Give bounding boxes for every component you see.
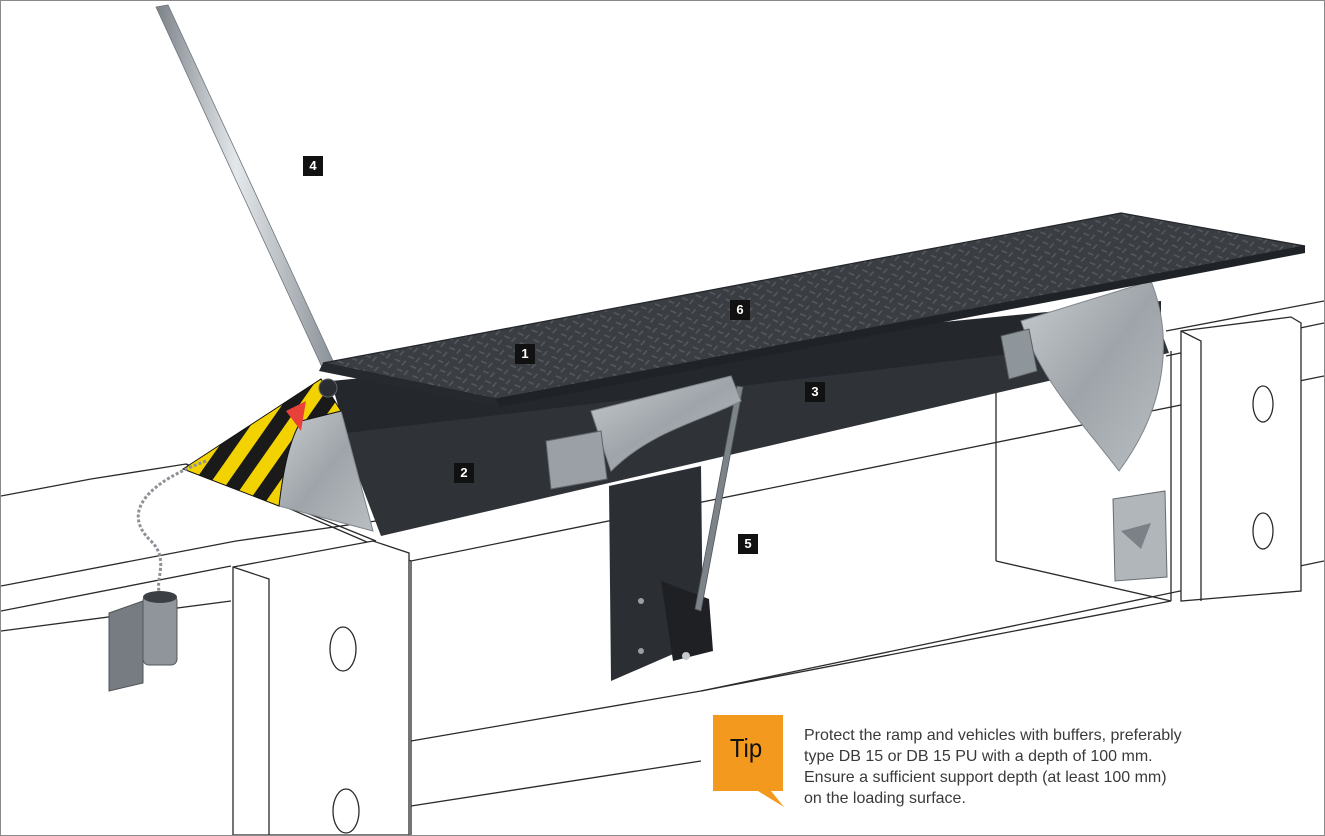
callout-5: 5 [738,534,758,554]
left-bumper [232,540,410,835]
lip-bracket [590,375,742,472]
callout-1: 1 [515,344,535,364]
operating-rod [155,4,335,368]
lip-hook [545,430,608,490]
tip-line: Ensure a sufficient support depth (at le… [804,769,1167,786]
callout-2: 2 [454,463,474,483]
tip-text: Protect the ramp and vehicles with buffe… [804,725,1264,809]
wall-bracket [1112,490,1168,582]
mounting-plate [609,466,713,681]
tip-badge: Tip [708,715,784,807]
callout-3: 3 [805,382,825,402]
tip-badge-label: Tip [729,733,763,763]
rod-holder [108,591,178,692]
hazard-wedge [181,378,342,507]
tip-line: Protect the ramp and vehicles with buffe… [804,727,1182,744]
right-side-guard [1020,280,1164,472]
gas-spring [694,385,744,612]
tip-badge-shape [713,715,784,807]
callout-6: 6 [730,300,750,320]
right-bumper [1180,316,1302,602]
deck-plate [319,212,1306,407]
safety-chain [136,459,207,609]
right-bracket [1000,328,1038,380]
callout-4: 4 [303,156,323,176]
leveller-body [331,301,1169,536]
tip-line: type DB 15 or DB 15 PU with a depth of 1… [804,748,1153,765]
tip-line: on the loading surface. [804,790,966,807]
